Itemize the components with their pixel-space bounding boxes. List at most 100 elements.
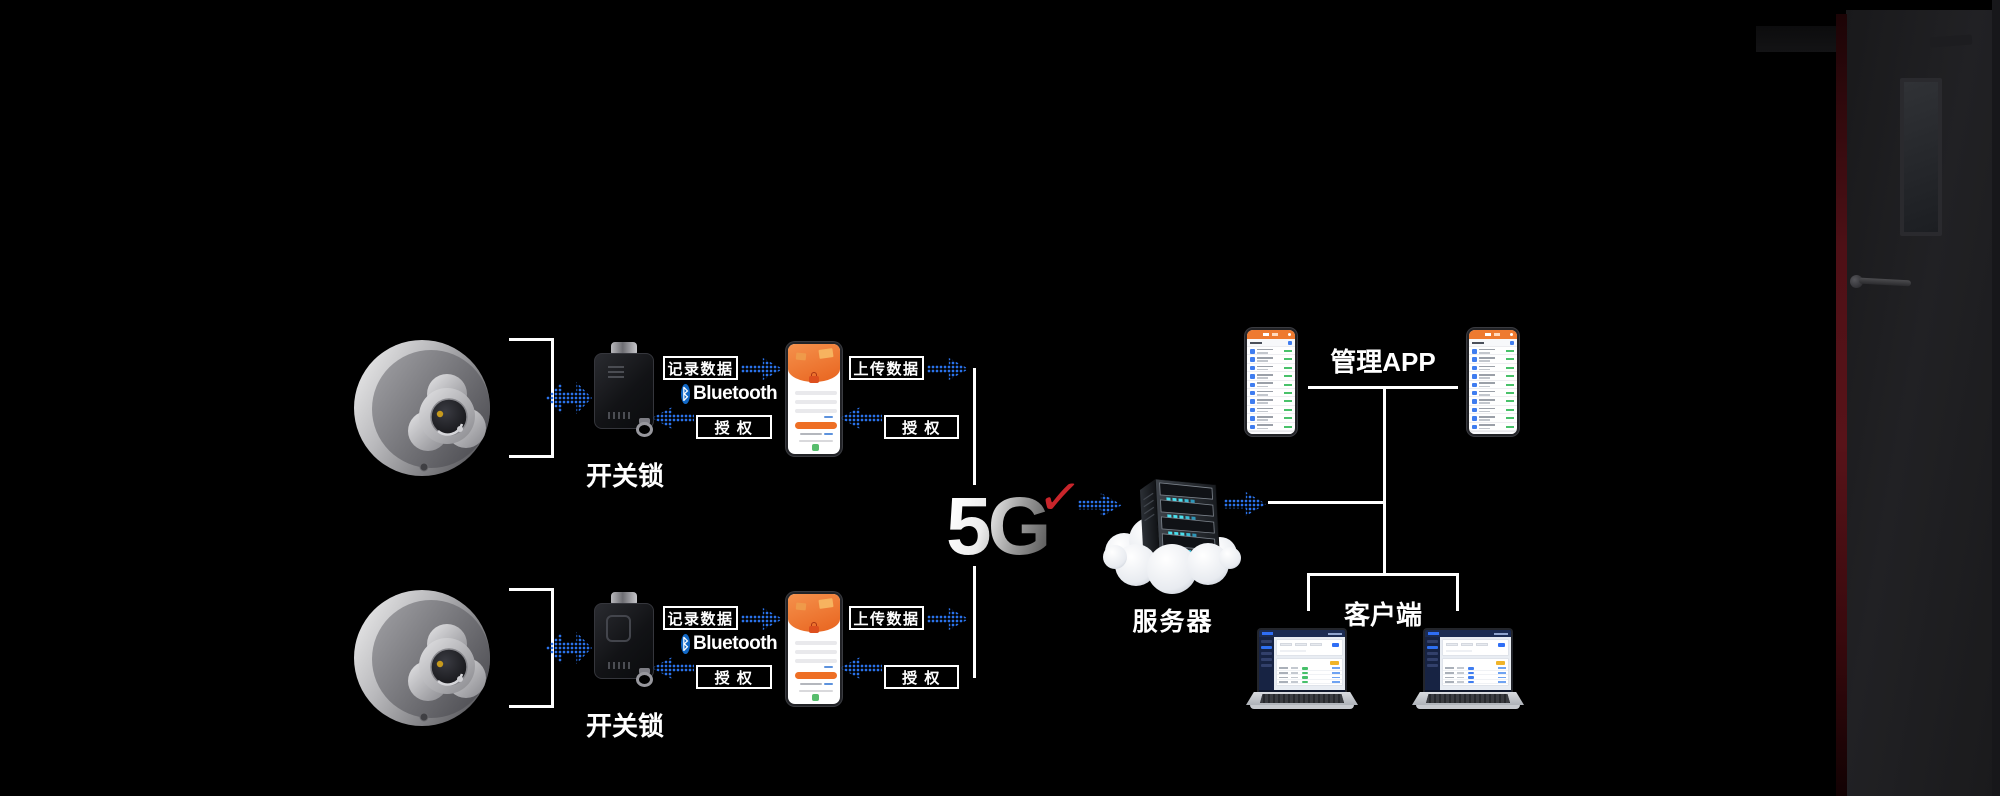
phone-tab-bar (1247, 430, 1295, 434)
arrow-right-icon (927, 607, 969, 631)
record-list-item (1469, 381, 1517, 389)
laptop-lip (1416, 705, 1520, 709)
record-list-item (1469, 364, 1517, 373)
input-field (795, 409, 837, 413)
record-list-item (1247, 347, 1295, 356)
record-list-item (1469, 355, 1517, 364)
arrow-left-icon (840, 656, 882, 680)
client-laptop (1412, 628, 1524, 710)
link-text (824, 416, 833, 418)
controller-device (592, 592, 656, 692)
record-list-item (1469, 372, 1517, 381)
dashboard-sidebar (1425, 637, 1440, 690)
controller-display (608, 366, 624, 381)
login-button (795, 422, 837, 429)
dashboard-topbar (1425, 630, 1511, 637)
table-row (1277, 680, 1342, 685)
record-list-item (1469, 423, 1517, 431)
lock-label: 开关锁 (585, 461, 664, 491)
record-list-item (1247, 397, 1295, 406)
helper-link (824, 683, 833, 685)
client-laptop (1246, 628, 1358, 710)
record-list-item (1469, 397, 1517, 406)
record-icon (1472, 357, 1477, 362)
phone-subheader (1247, 339, 1295, 347)
status-badge (1284, 408, 1292, 411)
table-row (1443, 680, 1508, 685)
bluetooth-label: Bluetooth (693, 383, 778, 404)
status-badge (1506, 425, 1514, 428)
controller-body (594, 353, 654, 437)
controller-cap (611, 592, 637, 604)
lock-mascot-icon (809, 372, 819, 383)
controller-vents (608, 662, 630, 669)
laptop-base (1412, 692, 1524, 705)
status-badge (1506, 391, 1514, 394)
app-login-phone (786, 592, 842, 706)
table-row (1277, 666, 1342, 671)
input-field (795, 650, 837, 654)
controller-ring-mount (639, 668, 650, 674)
record-data-box: 记录数据 (663, 356, 738, 380)
input-field (795, 391, 837, 395)
table-row (1443, 675, 1508, 680)
phone-subheader (1469, 339, 1517, 347)
authorize-box: 授 权 (884, 665, 959, 689)
controller-cap (611, 342, 637, 354)
phone-tab-bar (1469, 430, 1517, 434)
search-button (1332, 643, 1339, 647)
record-data-box: 记录数据 (663, 606, 738, 630)
helper-text (800, 683, 822, 685)
status-badge (1506, 358, 1514, 361)
table-row (1277, 671, 1342, 676)
management-trunk-line (1383, 387, 1386, 575)
door-frame-right (1992, 0, 2000, 796)
login-button (795, 672, 837, 679)
laptop-screen (1257, 628, 1347, 692)
arrow-right-icon (927, 357, 969, 381)
door-photo (1756, 0, 2000, 796)
trunk-line-top (973, 368, 976, 485)
status-badge (1284, 350, 1292, 352)
record-list-item (1469, 414, 1517, 423)
arrow-left-icon (652, 406, 694, 430)
wechat-login-icon (812, 444, 819, 451)
record-icon (1250, 390, 1255, 396)
controller-ring (636, 672, 653, 687)
record-list-item (1247, 372, 1295, 381)
record-list-item (1247, 381, 1295, 389)
server-label: 服务器 (1132, 608, 1214, 636)
lock-label: 开关锁 (585, 711, 664, 741)
record-list (1247, 347, 1295, 431)
lock-photo (352, 588, 492, 728)
arrow-right-icon (741, 607, 783, 631)
arrow-right-icon (741, 357, 783, 381)
upload-data-box: 上传数据 (849, 606, 924, 630)
record-list-item (1469, 389, 1517, 398)
app-login-phone (786, 342, 842, 456)
divider (799, 690, 833, 692)
record-list-item (1247, 414, 1295, 423)
input-field (795, 400, 837, 404)
phone-status-bar (1469, 330, 1517, 339)
table-row (1277, 675, 1342, 680)
check-icon: ✓ (1035, 466, 1085, 530)
status-badge (1284, 417, 1292, 420)
record-list (1469, 347, 1517, 431)
controller-vents (608, 412, 630, 419)
export-button (1330, 661, 1339, 665)
divider (799, 440, 833, 442)
laptop-keyboard (1426, 694, 1510, 703)
record-list-item (1247, 355, 1295, 364)
bluetooth-row: ᛒ Bluetooth (681, 633, 778, 655)
server-to-trunk-line (1268, 501, 1385, 504)
phones-connector-line (1308, 386, 1458, 389)
record-list-item (1469, 347, 1517, 356)
status-badge (1284, 400, 1292, 403)
bluetooth-row: ᛒ Bluetooth (681, 383, 778, 405)
bluetooth-label: Bluetooth (693, 633, 778, 654)
laptop-lip (1250, 705, 1354, 709)
clients-bracket (1307, 573, 1459, 611)
lock-mascot-icon (809, 622, 819, 633)
